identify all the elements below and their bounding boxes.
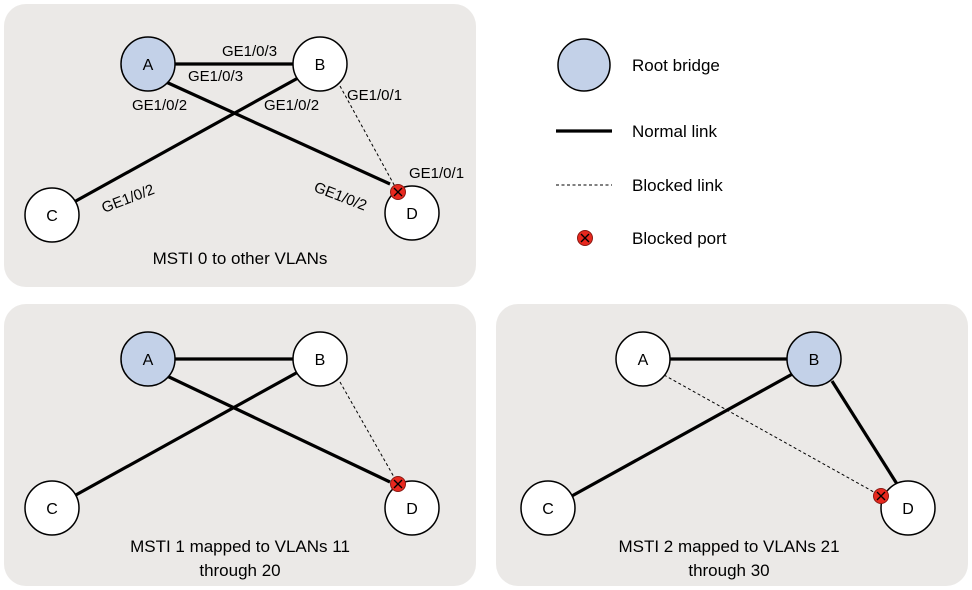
msti0-node-d-label: D	[406, 206, 418, 223]
msti2-caption-line2: through 30	[688, 561, 769, 580]
legend-blocked-port-icon	[577, 230, 593, 246]
msti1-node-d-label: D	[406, 501, 418, 518]
msti1-node-a-label: A	[143, 352, 154, 369]
msti0-node-c-label: C	[46, 208, 58, 225]
msti1-link-a-d	[166, 374, 391, 484]
legend-root-bridge-label: Root bridge	[632, 56, 720, 75]
msti0-port-label-d-bd: GE1/0/1	[409, 165, 464, 182]
msti0-caption: MSTI 0 to other VLANs	[153, 249, 328, 268]
msti0-node-c	[24, 187, 80, 243]
msti2-link-b-c	[569, 370, 797, 499]
msti0-node-b-label: B	[315, 57, 326, 74]
msti2-link-b-d	[830, 380, 899, 485]
msti2-node-c	[520, 480, 576, 536]
panel-msti2-background	[496, 304, 968, 586]
msti0-node-a-label: A	[143, 57, 154, 74]
msti0-port-label-b-ab: GE1/0/3	[222, 43, 277, 60]
msti2-node-a	[615, 331, 671, 387]
msti1-node-c	[24, 480, 80, 536]
msti2-node-d	[880, 480, 936, 536]
msti0-port-label-b-bd: GE1/0/1	[347, 87, 402, 104]
msti0-port-label-b-bc: GE1/0/2	[264, 97, 319, 114]
msti0-node-a	[120, 36, 176, 92]
msti0-blocked-port-icon	[390, 184, 406, 200]
msti2-caption-line1: MSTI 2 mapped to VLANs 21	[618, 537, 839, 556]
msti2-node-b-label: B	[809, 352, 820, 369]
msti1-node-d	[384, 480, 440, 536]
msti2-node-c-label: C	[542, 501, 554, 518]
panel-msti0-background	[4, 4, 476, 287]
msti0-port-label-a-ab: GE1/0/3	[188, 68, 243, 85]
msti0-link-b-c	[73, 76, 299, 204]
msti2-node-d-label: D	[902, 501, 914, 518]
legend: Root bridge Normal link Blocked link Blo…	[556, 38, 727, 248]
msti0-link-a-d	[165, 80, 391, 186]
msti0-node-b	[292, 36, 348, 92]
msti2-blocked-port-icon	[873, 488, 889, 504]
msti1-node-a	[120, 331, 176, 387]
msti1-node-b-label: B	[315, 352, 326, 369]
legend-blocked-port-label: Blocked port	[632, 229, 727, 248]
panel-msti0: A B C D GE1/0/3 GE1/0/3 GE1/0/2 GE1/0/2 …	[4, 4, 476, 287]
msti1-blocked-port-icon	[390, 476, 406, 492]
msti1-caption-line1: MSTI 1 mapped to VLANs 11	[130, 537, 350, 556]
msti1-link-b-c	[73, 370, 299, 498]
msti1-caption-line2: through 20	[199, 561, 280, 580]
msti2-node-a-label: A	[638, 352, 649, 369]
legend-normal-link-label: Normal link	[632, 122, 718, 141]
panel-msti1-background	[4, 304, 476, 586]
msti0-port-label-a-ad: GE1/0/2	[132, 97, 187, 114]
msti1-node-c-label: C	[46, 501, 58, 518]
msti2-node-b	[786, 331, 842, 387]
panel-msti1: A B C D MSTI 1 mapped to VLANs 11 throug…	[4, 304, 476, 586]
msti1-node-b	[292, 331, 348, 387]
msti0-link-b-d	[339, 85, 399, 193]
legend-root-bridge-icon	[557, 38, 611, 92]
legend-blocked-link-label: Blocked link	[632, 176, 723, 195]
panel-msti2: A B C D MSTI 2 mapped to VLANs 21 throug…	[496, 304, 968, 586]
msti2-link-a-d	[663, 374, 882, 497]
